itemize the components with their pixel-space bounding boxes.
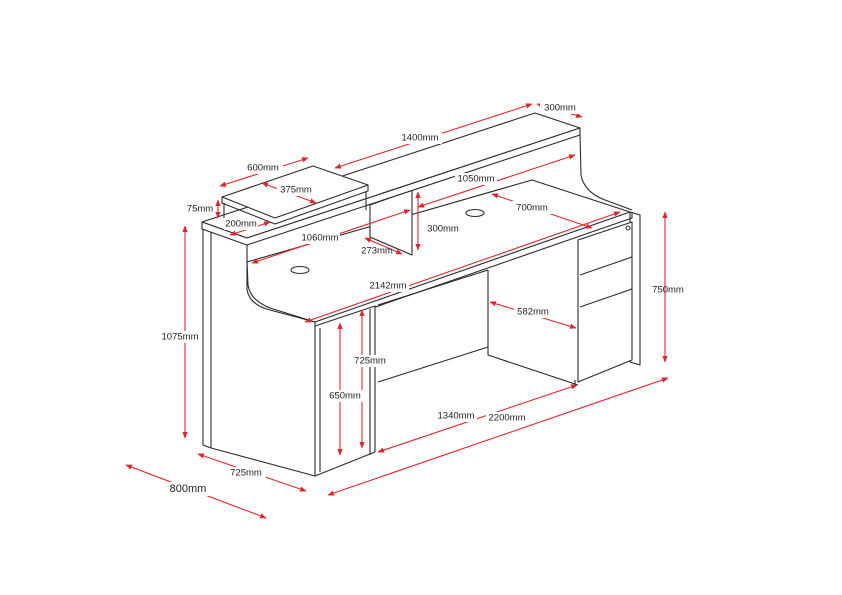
label-desk-length: 2142mm xyxy=(370,281,407,292)
label-surface-depth: 700mm xyxy=(516,203,548,214)
label-top-length: 1400mm xyxy=(402,133,439,144)
label-desk-height: 750mm xyxy=(652,285,684,296)
drawer-pedestal xyxy=(577,221,633,383)
label-side-depth: 725mm xyxy=(230,468,262,479)
label-knee-width: 1340mm xyxy=(438,411,475,422)
top-board-edge xyxy=(201,127,581,246)
label-shelf-depth: 375mm xyxy=(280,185,312,196)
label-partition-height: 300mm xyxy=(427,224,459,235)
lock-icon xyxy=(625,225,631,231)
shelf-legs xyxy=(223,192,367,218)
label-counter-depth: 200mm xyxy=(225,219,257,230)
label-partition-depth: 273mm xyxy=(361,246,393,257)
label-shelf-length: 600mm xyxy=(247,163,279,174)
label-top-depth: 300mm xyxy=(544,103,576,114)
pedestal-side xyxy=(487,270,579,387)
label-knee-height: 725mm xyxy=(354,356,386,367)
label-total-length: 2200mm xyxy=(489,413,526,424)
label-total-depth: 800mm xyxy=(170,483,207,495)
label-right-surface-length: 1050mm xyxy=(458,174,495,185)
left-end-panel xyxy=(202,225,212,449)
label-total-height: 1075mm xyxy=(162,332,199,343)
dimension-labels: 300mm 1400mm 600mm 375mm 75mm 200mm 1060… xyxy=(160,102,684,496)
label-pedestal-depth: 582mm xyxy=(517,307,549,318)
label-shelf-height: 75mm xyxy=(187,204,213,215)
label-cabinet-height: 650mm xyxy=(329,391,361,402)
right-curve xyxy=(579,134,633,211)
counter-curve xyxy=(246,245,316,323)
label-left-surface-length: 1060mm xyxy=(302,233,339,244)
